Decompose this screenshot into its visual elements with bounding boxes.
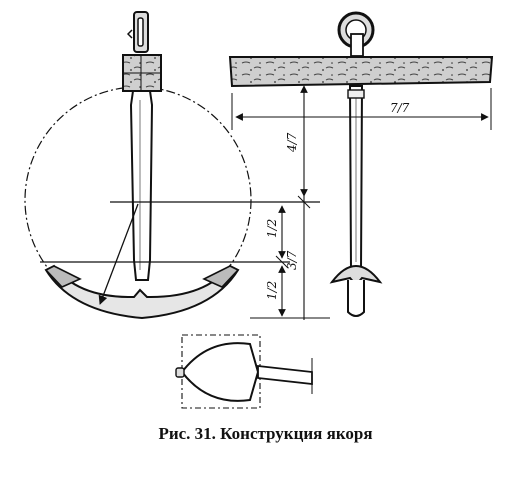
upper-shank-label: 4/7 — [285, 132, 299, 153]
wooden-stock — [228, 56, 494, 88]
lower-shank-label: 3/7 — [285, 250, 299, 270]
radius-arrow — [98, 203, 139, 305]
fluke-shape — [180, 342, 260, 402]
anchor-ring — [126, 11, 149, 53]
vertical-dimensions — [275, 85, 311, 320]
arm-half-upper-label: 1/2 — [265, 219, 279, 238]
side-crown-bottom — [347, 280, 365, 317]
right-fluke — [202, 265, 240, 288]
shank — [129, 90, 154, 281]
fluke-detail — [175, 334, 313, 409]
side-view — [228, 11, 494, 317]
figure-caption: Рис. 31. Конструкция якоря — [158, 424, 373, 443]
arm-half-lower-label: 1/2 — [265, 281, 279, 300]
stock-length-label: 7/7 — [390, 101, 410, 115]
front-view — [24, 11, 330, 320]
stock-end — [122, 54, 162, 92]
left-fluke — [44, 265, 82, 288]
fluke-arm — [257, 364, 313, 386]
